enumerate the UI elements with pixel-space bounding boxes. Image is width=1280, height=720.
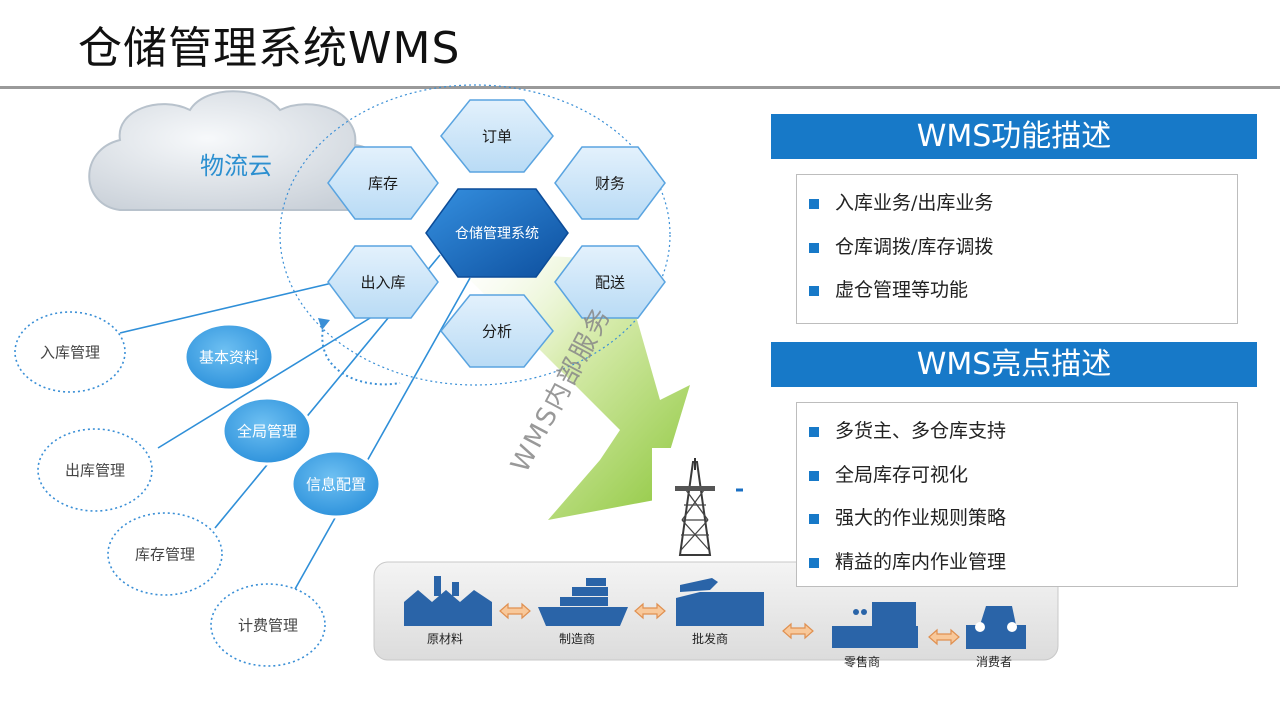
hex-delivery[interactable] bbox=[554, 245, 666, 319]
feature-item: 入库业务/出库业务 bbox=[797, 182, 1237, 226]
chain-label-consumer: 消费者 bbox=[975, 655, 1013, 669]
cargo-ship-icon bbox=[538, 578, 628, 626]
hex-inbound-outbound-label: 出入库 bbox=[360, 273, 406, 292]
hex-order[interactable] bbox=[440, 99, 554, 173]
service-orbit bbox=[279, 84, 671, 386]
signal-tower-icon bbox=[652, 448, 744, 556]
module-outbound-label: 出库管理 bbox=[64, 461, 126, 480]
module-billing-label: 计费管理 bbox=[237, 616, 299, 635]
bubble-global-management-label: 全局管理 bbox=[236, 422, 298, 441]
feature-item-text: 入库业务/出库业务 bbox=[835, 192, 994, 214]
highlight-item: 全局库存可视化 bbox=[797, 454, 1237, 498]
airplane-icon bbox=[676, 578, 764, 626]
cloud-label: 物流云 bbox=[200, 152, 272, 180]
chain-label-retailer: 零售商 bbox=[843, 655, 881, 669]
cycle-arrow bbox=[321, 319, 401, 386]
retail-shop-icon bbox=[832, 602, 918, 648]
highlight-item-text: 精益的库内作业管理 bbox=[835, 550, 1007, 573]
hex-center-label: 仓储管理系统 bbox=[455, 226, 539, 242]
bullet-icon bbox=[809, 286, 819, 296]
highlight-item: 多货主、多仓库支持 bbox=[797, 410, 1237, 454]
bubble-info-config[interactable] bbox=[290, 449, 382, 519]
chain-arrow-3 bbox=[782, 622, 814, 640]
module-circle-inbound[interactable] bbox=[14, 311, 126, 393]
title-divider bbox=[0, 86, 1280, 89]
hex-analysis[interactable] bbox=[440, 294, 554, 368]
highlights-panel: 多货主、多仓库支持 全局库存可视化 强大的作业规则策略 精益的库内作业管理 bbox=[796, 402, 1238, 587]
hex-wms-center[interactable] bbox=[425, 188, 569, 278]
chain-label-wholesaler: 批发商 bbox=[691, 632, 729, 646]
hex-inventory-label: 库存 bbox=[367, 174, 399, 193]
module-inventory-label: 库存管理 bbox=[134, 545, 196, 564]
module-circle-outbound[interactable] bbox=[37, 428, 153, 512]
bullet-icon bbox=[809, 242, 819, 253]
chain-arrow-2 bbox=[634, 602, 666, 620]
bullet-icon bbox=[809, 557, 819, 568]
chain-arrow-4 bbox=[928, 628, 960, 646]
highlights-panel-header: WMS亮点描述 bbox=[771, 342, 1257, 387]
feature-item-text: 虚仓管理等功能 bbox=[835, 279, 969, 301]
cycle-arrow-head bbox=[318, 318, 330, 330]
highlight-item-text: 全局库存可视化 bbox=[835, 463, 969, 486]
bubble-basic-data-label: 基本资料 bbox=[198, 348, 260, 367]
hex-analysis-label: 分析 bbox=[481, 322, 513, 341]
module-circle-billing[interactable] bbox=[210, 583, 326, 667]
feature-item: 仓库调拨/库存调拨 bbox=[797, 226, 1237, 270]
feature-item: 虚仓管理等功能 bbox=[797, 269, 1237, 313]
bubble-info-config-label: 信息配置 bbox=[305, 475, 367, 494]
bullet-icon bbox=[809, 427, 819, 437]
features-panel-header: WMS功能描述 bbox=[771, 114, 1257, 159]
bullet-icon bbox=[809, 199, 819, 209]
hex-finance[interactable] bbox=[554, 146, 666, 220]
hex-finance-label: 财务 bbox=[594, 174, 626, 193]
module-inbound-label: 入库管理 bbox=[39, 343, 101, 362]
factory-icon bbox=[404, 576, 492, 626]
hex-inbound-outbound[interactable] bbox=[327, 245, 439, 319]
hex-order-label: 订单 bbox=[481, 127, 513, 146]
bullet-icon bbox=[809, 470, 819, 481]
bubble-basic-data[interactable] bbox=[183, 322, 275, 392]
chain-label-raw-material: 原材料 bbox=[426, 632, 464, 646]
highlight-item-text: 多货主、多仓库支持 bbox=[835, 420, 1007, 442]
consumer-icon bbox=[966, 606, 1026, 649]
chain-arrow-1 bbox=[499, 602, 531, 620]
hex-inventory[interactable] bbox=[327, 146, 439, 220]
bullet-icon bbox=[809, 514, 819, 524]
highlight-item: 强大的作业规则策略 bbox=[797, 497, 1237, 541]
chain-label-manufacturer: 制造商 bbox=[558, 632, 596, 646]
module-circle-inventory[interactable] bbox=[107, 512, 223, 596]
highlight-item-text: 强大的作业规则策略 bbox=[835, 507, 1007, 529]
bubble-global-management[interactable] bbox=[221, 396, 313, 466]
hex-delivery-label: 配送 bbox=[594, 273, 626, 292]
highlight-item: 精益的库内作业管理 bbox=[797, 541, 1237, 585]
features-panel: 入库业务/出库业务 仓库调拨/库存调拨 虚仓管理等功能 bbox=[796, 174, 1238, 324]
page-title: 仓储管理系统WMS bbox=[78, 23, 461, 74]
feature-item-text: 仓库调拨/库存调拨 bbox=[835, 235, 994, 258]
